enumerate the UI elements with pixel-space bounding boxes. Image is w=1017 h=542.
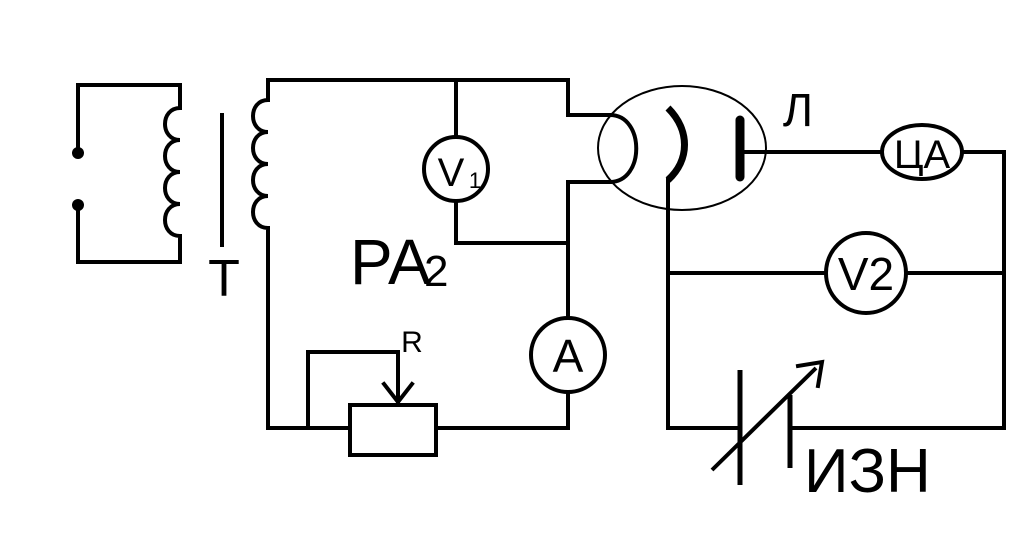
microammeter-label: ЦA	[894, 133, 951, 177]
transformer-label: T	[208, 250, 240, 308]
voltmeter-v2-label: V2	[838, 248, 894, 300]
cathode	[665, 105, 688, 183]
primary-circuit	[72, 83, 182, 264]
adjust-arrow	[710, 366, 818, 472]
primary-coil	[163, 83, 182, 264]
ammeter-a-label: A	[553, 330, 584, 382]
voltmeter-v2: V2	[824, 231, 908, 315]
rheostat-label: R	[401, 326, 423, 359]
voltmeter-v1: V 1	[422, 135, 490, 203]
ammeter-a: A	[529, 316, 607, 394]
vacuum-tube	[597, 85, 767, 211]
filament-wiring	[266, 78, 612, 430]
lamp-label: Л	[783, 84, 813, 136]
variable-source	[710, 359, 825, 485]
source-label: ИЗН	[804, 437, 931, 506]
pa-label-sub: 2	[424, 247, 448, 296]
pa-label: PA	[350, 226, 431, 298]
secondary-coil	[251, 78, 270, 250]
voltmeter-v1-sub: 1	[469, 168, 481, 193]
anode-wiring	[666, 150, 1006, 430]
voltmeter-v1-label: V	[438, 151, 465, 195]
terminal-top	[72, 147, 84, 159]
microammeter: ЦA	[880, 123, 964, 181]
terminal-bottom	[72, 199, 84, 211]
rheostat	[348, 403, 438, 457]
